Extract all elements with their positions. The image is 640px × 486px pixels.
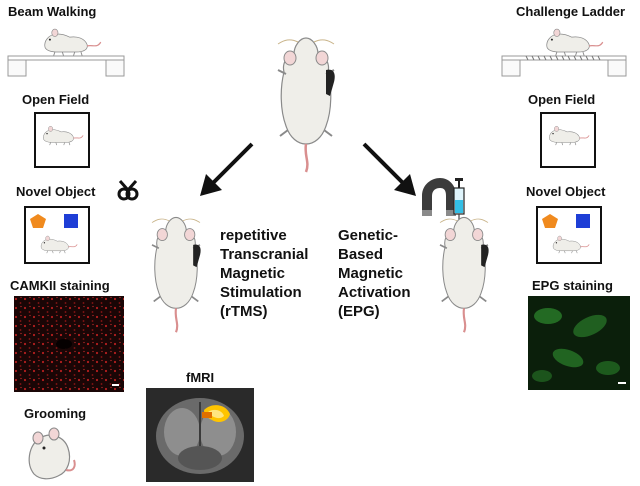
beam-walking-illustration	[7, 28, 125, 77]
camkii-staining-image	[14, 296, 124, 392]
open-field-label-left: Open Field	[22, 92, 90, 107]
novel-object-label-left: Novel Object	[16, 184, 96, 199]
mouse-icon	[40, 235, 78, 254]
beam-walking-label: Beam Walking	[8, 4, 97, 19]
novel-object-box-left	[24, 206, 90, 264]
novel-object-label-right: Novel Object	[526, 184, 606, 199]
camkii-staining-label: CAMKII staining	[10, 278, 110, 293]
epg-text: Genetic- Based Magnetic Activation (EPG)	[338, 226, 411, 321]
fmri-image	[146, 388, 254, 482]
epg-staining-label: EPG staining	[532, 278, 613, 293]
coil-icon	[117, 180, 139, 201]
epg-line-5: (EPG)	[338, 303, 380, 320]
arrow-icon-right	[362, 142, 416, 196]
epg-line-4: Activation	[338, 284, 411, 301]
epg-mouse-icon	[438, 216, 490, 334]
grooming-mouse-icon	[28, 427, 76, 480]
open-field-box-left	[34, 112, 90, 168]
mouse-icon	[552, 235, 590, 254]
mouse-icon	[548, 125, 590, 146]
orange-pentagon-object	[30, 214, 46, 228]
blue-square-object	[576, 214, 590, 228]
mouse-icon	[44, 28, 102, 57]
rtms-line-1: repetitive	[220, 227, 287, 244]
epg-line-2: Based	[338, 246, 384, 263]
magnet-icon	[422, 178, 456, 216]
grooming-label: Grooming	[24, 406, 87, 421]
mouse-icon	[42, 125, 84, 146]
rtms-line-3: Magnetic	[220, 265, 286, 282]
challenge-ladder-label: Challenge Ladder	[516, 4, 626, 19]
mouse-top-icon	[276, 36, 336, 174]
blue-square-object	[64, 214, 78, 228]
arrow-icon-left	[200, 142, 254, 196]
challenge-ladder-illustration	[501, 28, 627, 77]
open-field-box-right	[540, 112, 596, 168]
rtms-line-2: Transcranial	[220, 246, 309, 263]
head-device-icon	[326, 69, 335, 96]
mouse-icon	[546, 28, 604, 57]
rtms-line-5: (rTMS)	[220, 303, 268, 320]
rtms-mouse-icon	[150, 216, 202, 334]
fmri-label: fMRI	[186, 370, 215, 385]
rtms-text: repetitive Transcranial Magnetic Stimula…	[220, 226, 308, 321]
orange-pentagon-object	[542, 214, 558, 228]
epg-line-1: Genetic-	[338, 227, 399, 244]
open-field-label-right: Open Field	[528, 92, 596, 107]
rtms-line-4: Stimulation	[220, 284, 302, 301]
novel-object-box-right	[536, 206, 602, 264]
epg-staining-image	[528, 296, 630, 390]
epg-line-3: Magnetic	[338, 265, 404, 282]
